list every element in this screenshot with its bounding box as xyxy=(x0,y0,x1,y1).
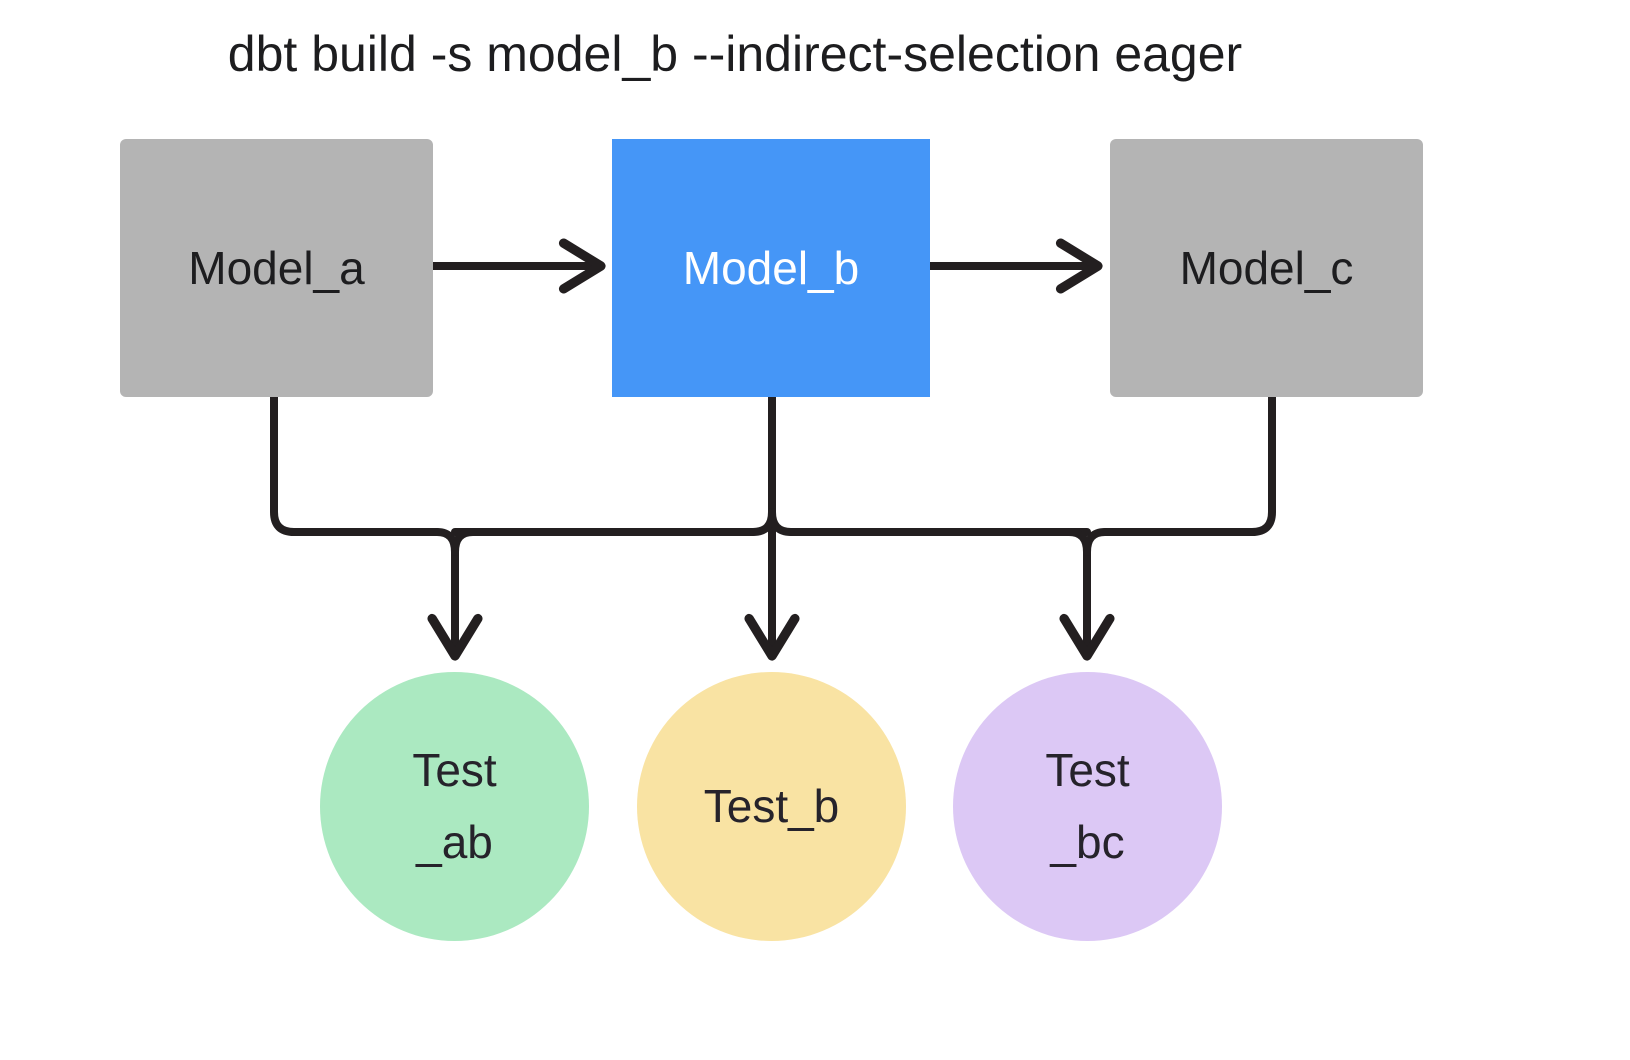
node-test-b[interactable]: Test_b xyxy=(637,672,906,941)
node-test-b-label-line1: Test_b xyxy=(703,779,840,832)
node-model-a[interactable]: Model_a xyxy=(120,139,433,397)
edge-model-c-drop xyxy=(1101,393,1276,536)
edge-bus-join-model-b-left xyxy=(749,508,776,536)
node-model-c[interactable]: Model_c xyxy=(1110,139,1423,397)
node-model-b[interactable]: Model_b xyxy=(612,139,930,397)
node-test-ab-label-line2: _ab xyxy=(416,815,493,868)
node-test-ab-label-line1: Test xyxy=(412,744,497,797)
edge-to-test-ab-right-shoulder xyxy=(451,528,477,556)
node-model-b-label: Model_b xyxy=(682,241,860,294)
edge-to-test-ab xyxy=(427,528,483,661)
edge-bus-join-model-b-right xyxy=(768,508,795,536)
node-test-bc[interactable]: Test _bc xyxy=(953,672,1222,941)
edge-model-a-drop xyxy=(270,393,441,536)
node-test-ab[interactable]: Test _ab xyxy=(320,672,589,941)
node-test-bc-label-line2: _bc xyxy=(1050,815,1125,868)
node-model-a-label: Model_a xyxy=(188,241,365,294)
node-model-c-label: Model_c xyxy=(1179,241,1354,294)
node-test-bc-label-line1: Test xyxy=(1045,744,1130,797)
edge-to-test-bc-left-shoulder xyxy=(1065,528,1091,556)
edge-to-test-bc xyxy=(1059,528,1115,661)
diagram-title: dbt build -s model_b --indirect-selectio… xyxy=(227,26,1243,82)
